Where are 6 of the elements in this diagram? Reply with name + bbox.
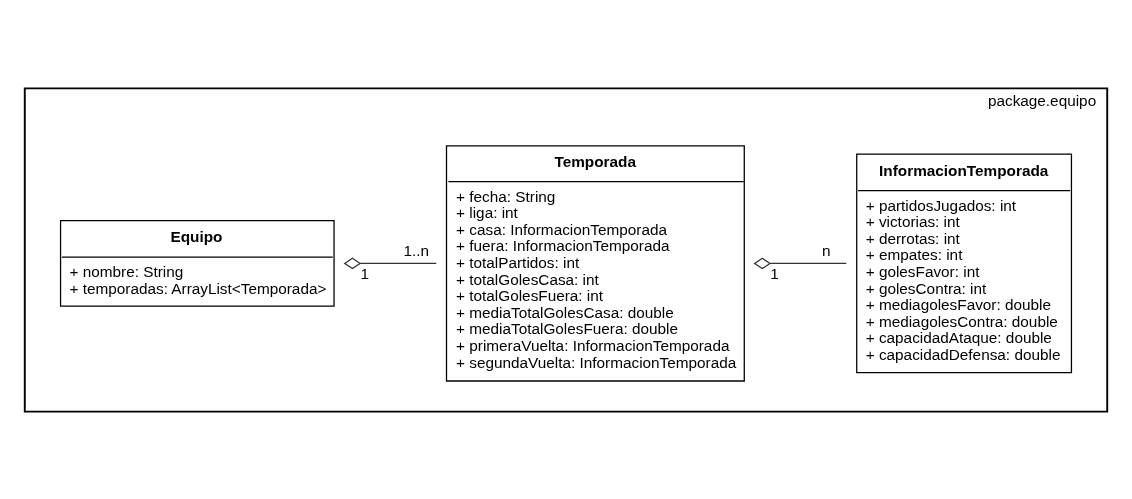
connector xyxy=(753,257,847,269)
label: n xyxy=(822,241,831,259)
label: 1 xyxy=(360,264,369,282)
label: 1..n xyxy=(403,241,430,259)
label: 1 xyxy=(770,264,779,282)
connector xyxy=(343,257,437,269)
